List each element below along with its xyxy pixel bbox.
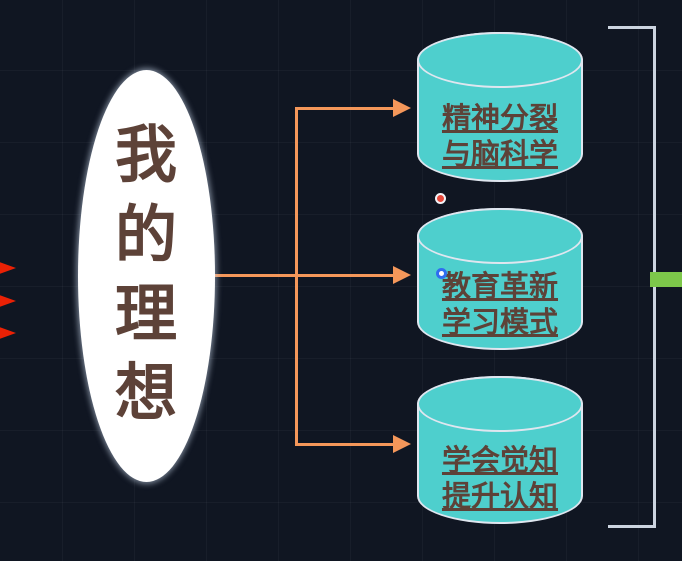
connector-branch-top (295, 107, 395, 110)
red-arrow-icon-1 (0, 248, 16, 288)
connector-branch-middle (295, 274, 395, 277)
arrowhead-icon-top (393, 99, 411, 117)
root-node-label: 我 的 理 想 (115, 117, 178, 434)
red-marker-dot-icon[interactable] (435, 193, 446, 204)
connector-root-horizontal (208, 274, 298, 277)
cylinder-body-1: 精神分裂 与脑科学 (417, 32, 583, 182)
child-node-3-label: 学会觉知 提升认知 (419, 443, 581, 516)
blue-marker-dot-icon[interactable] (436, 268, 447, 279)
child-node-2-label: 教育革新 学习模式 (419, 269, 581, 342)
child-node-3-line-1: 学会觉知 (441, 444, 558, 477)
root-node-line-4: 想 (114, 360, 178, 429)
cylinder-body-3: 学会觉知 提升认知 (417, 376, 583, 524)
red-arrow-icon-3 (0, 313, 16, 353)
child-node-3[interactable]: 学会觉知 提升认知 (417, 376, 583, 524)
child-node-1-line-1: 精神分裂 (441, 102, 558, 135)
root-node-line-1: 我 (114, 122, 178, 191)
child-node-1[interactable]: 精神分裂 与脑科学 (417, 32, 583, 182)
green-highlight-bar (650, 272, 682, 287)
arrowhead-icon-middle (393, 266, 411, 284)
child-node-1-line-2: 与脑科学 (441, 139, 558, 172)
root-node-oval[interactable]: 我 的 理 想 (78, 70, 215, 482)
arrowhead-icon-bottom (393, 435, 411, 453)
root-node-line-3: 理 (114, 281, 178, 349)
cylinder-top-ellipse-3 (417, 376, 583, 432)
child-node-2-line-2: 学习模式 (441, 307, 558, 340)
child-node-3-line-2: 提升认知 (441, 481, 558, 514)
cylinder-top-ellipse-2 (417, 208, 583, 264)
child-node-2-line-1: 教育革新 (441, 270, 558, 303)
cylinder-top-ellipse-1 (417, 32, 583, 88)
grouping-bracket (608, 26, 656, 528)
child-node-1-label: 精神分裂 与脑科学 (419, 101, 581, 174)
child-node-2[interactable]: 教育革新 学习模式 (417, 208, 583, 350)
cylinder-body-2: 教育革新 学习模式 (417, 208, 583, 350)
root-node-line-2: 的 (114, 201, 178, 270)
red-arrow-icon-2 (0, 281, 16, 321)
connector-branch-bottom (295, 443, 395, 446)
